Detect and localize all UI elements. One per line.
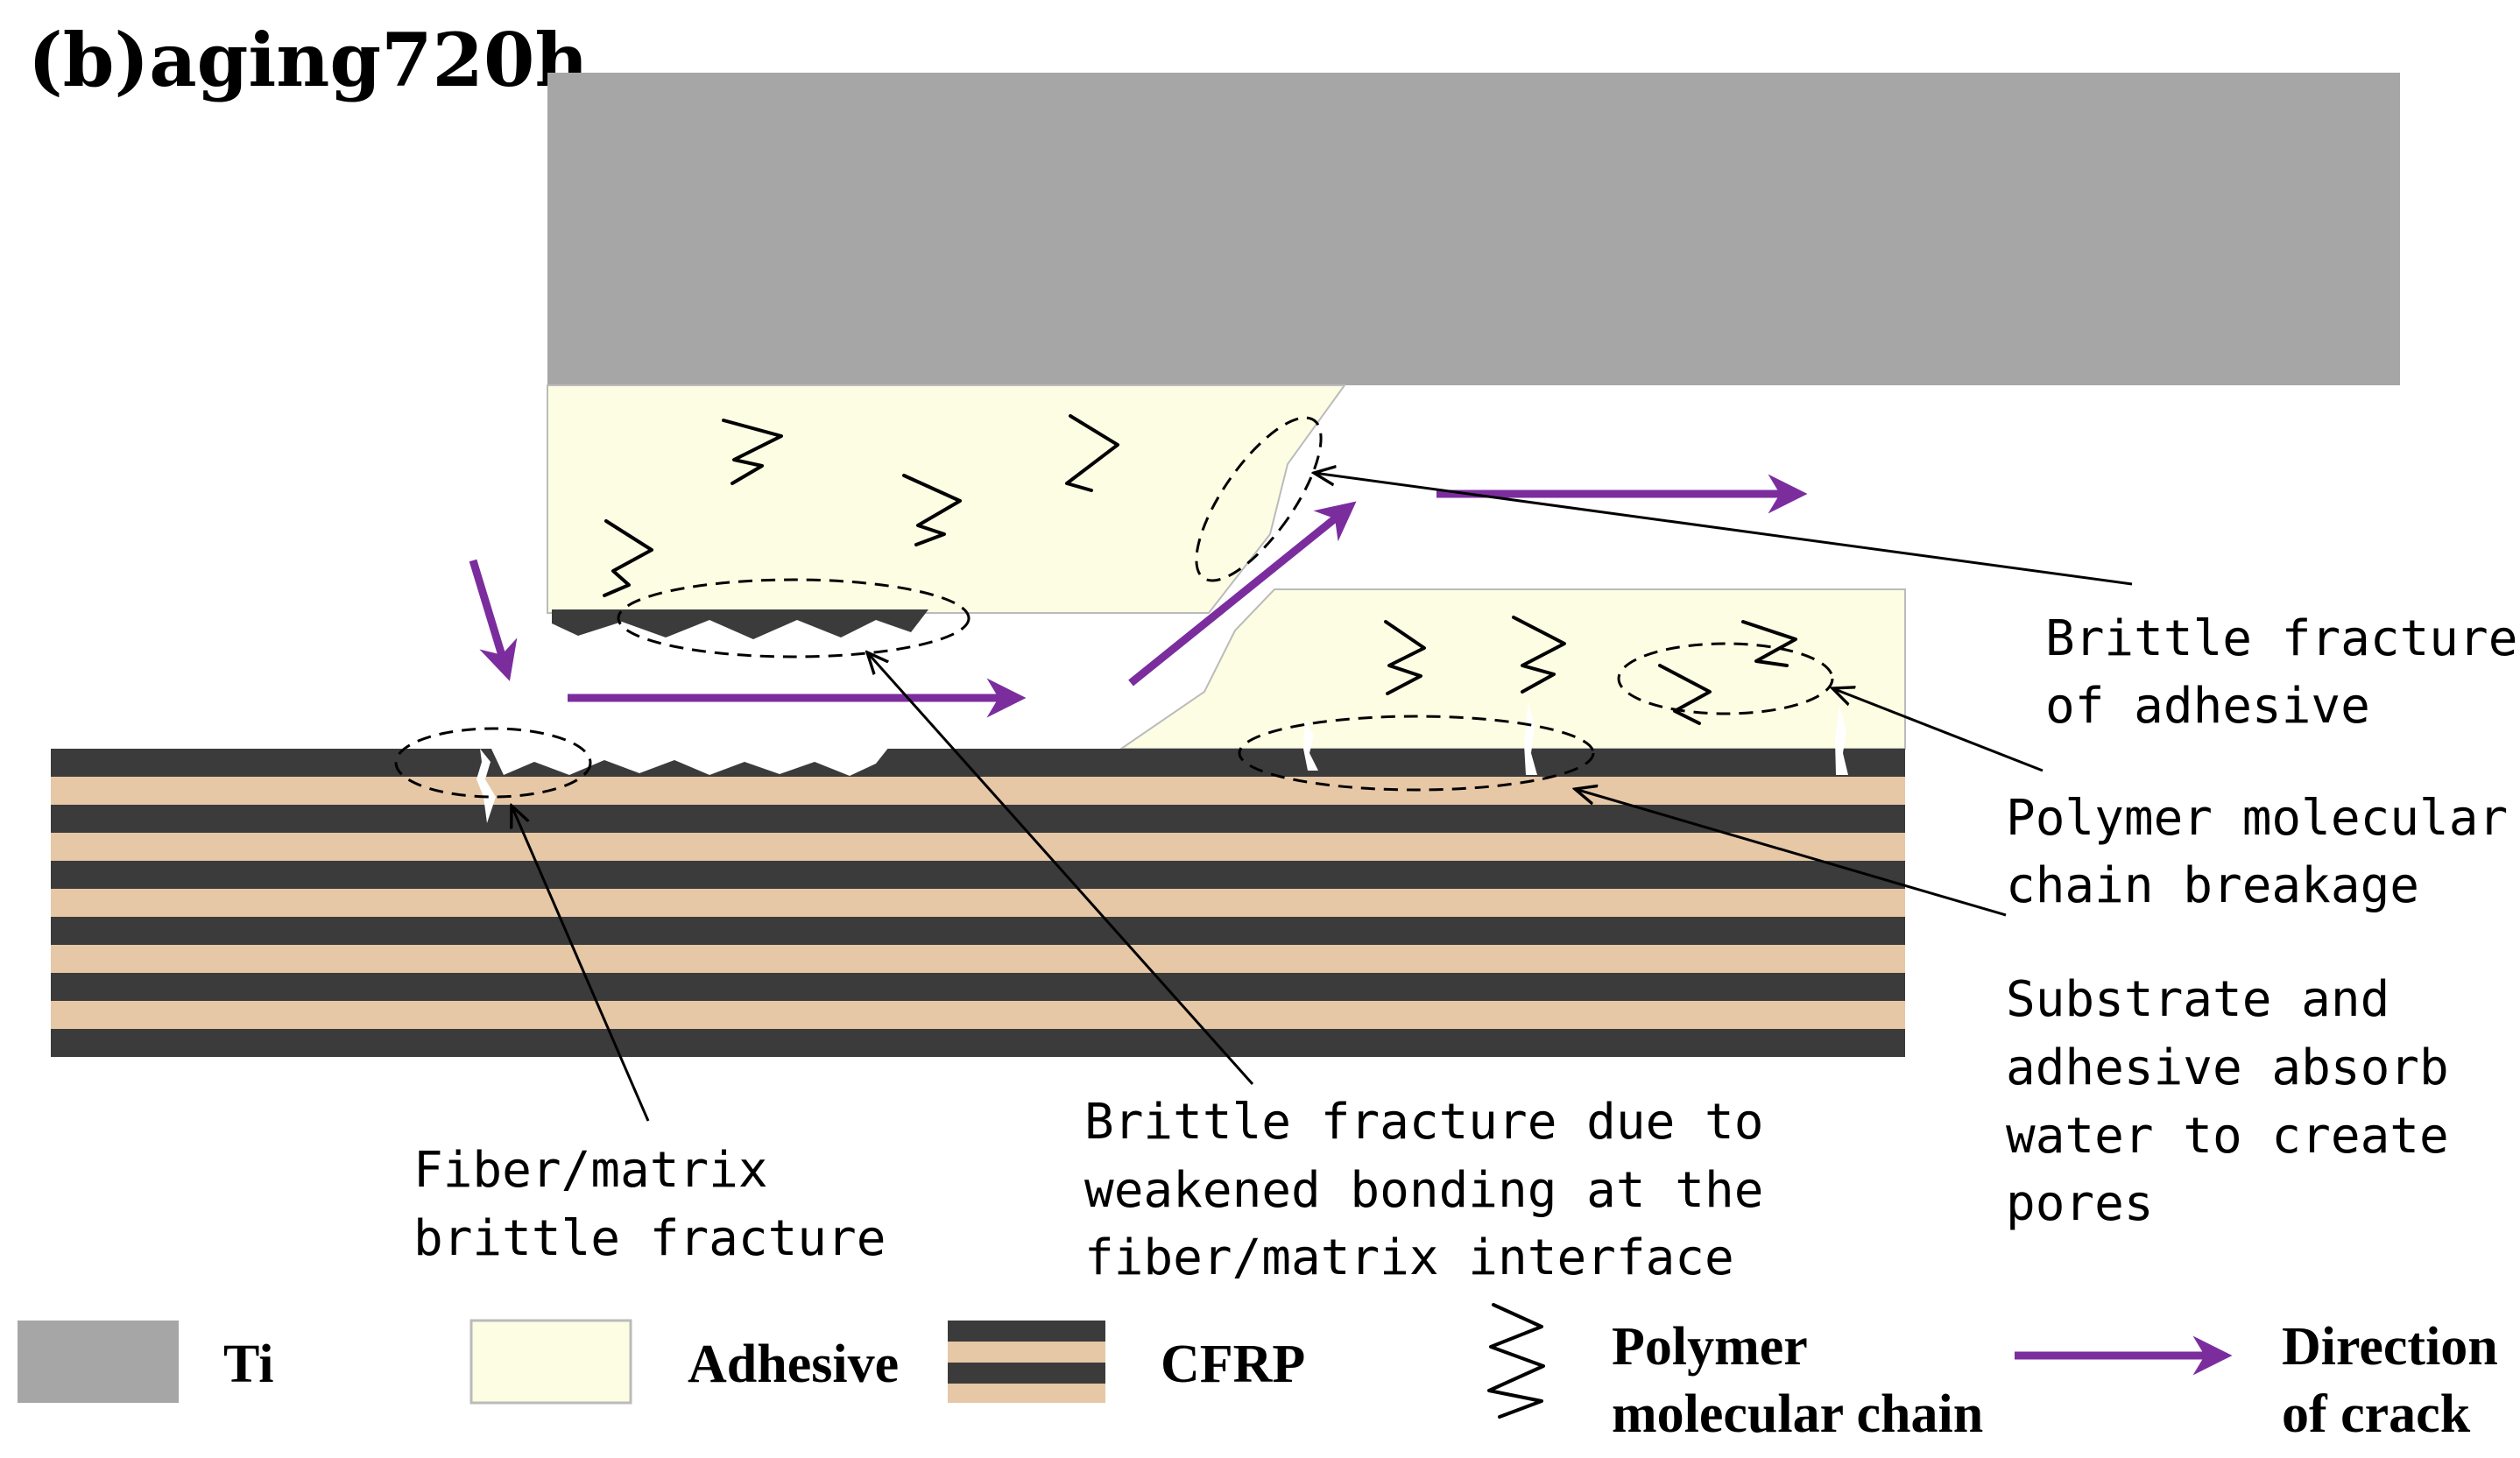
annotation-line: weakened bonding at the [1084, 1162, 1763, 1219]
legend-polymer-label: molecular chain [1612, 1384, 1983, 1444]
legend-cfrp-label: CFRP [1161, 1335, 1305, 1394]
polymer-chain-icon [1065, 414, 1119, 492]
annotation-line: Brittle fracture due to [1084, 1094, 1763, 1151]
annotation-substrate-water: Substrate and adhesive absorb water to c… [2006, 971, 2449, 1232]
annotation-line: Fiber/matrix [413, 1142, 768, 1199]
polymer-chains [603, 414, 1797, 725]
legend-polymer-label: Polymer [1612, 1317, 1808, 1377]
legend: Ti Adhesive CFRP Polymer molecular chain… [18, 1303, 2498, 1444]
legend-adhesive-swatch [469, 1319, 632, 1405]
legend-crack-label: of crack [2282, 1384, 2471, 1444]
polymer-chain-icon [1658, 664, 1712, 725]
crack-direction-arrows [469, 474, 1808, 718]
lower-adhesive-layer [1118, 588, 1906, 750]
annotation-polymer-breakage: Polymer molecular chain breakage [2006, 790, 2508, 914]
polymer-chain-icon [902, 474, 962, 546]
annotation-line: fiber/matrix interface [1084, 1229, 1734, 1286]
cfrp-laminate [51, 749, 1905, 1057]
polymer-chain-icon [1512, 616, 1566, 694]
cfrp-surface-fracture [491, 747, 889, 776]
annotation-line: chain breakage [2006, 857, 2419, 914]
annotation-line: of adhesive [2045, 678, 2370, 735]
annotation-line: Brittle fracture [2045, 610, 2517, 667]
annotation-line: Polymer molecular [2006, 790, 2508, 847]
legend-cfrp-swatch [948, 1321, 1105, 1403]
polymer-chain-icon [722, 419, 783, 485]
titanium-plate [547, 73, 2400, 385]
annotation-line: water to create [2006, 1108, 2449, 1165]
leader-lines [512, 473, 2133, 1122]
legend-crack-label: Direction [2282, 1317, 2498, 1377]
annotation-line: adhesive absorb [2006, 1039, 2449, 1096]
legend-ti-swatch [18, 1321, 179, 1403]
polymer-chain-icon [1741, 620, 1797, 667]
annotation-line: Substrate and [2006, 971, 2389, 1028]
upper-fracture-residue [552, 609, 928, 639]
polymer-chain-icon [603, 519, 653, 597]
legend-ti-label: Ti [223, 1335, 273, 1394]
annotation-line: brittle fracture [413, 1210, 886, 1267]
white-pores [476, 701, 1848, 823]
upper-adhesive-layer [547, 384, 1346, 614]
annotation-brittle-adhesive: Brittle fracture of adhesive [2045, 610, 2517, 735]
polymer-chain-icon [1384, 620, 1426, 695]
legend-adhesive-label: Adhesive [688, 1335, 899, 1394]
squiggle-icon [1487, 1303, 1545, 1419]
figure-title: (b)aging720h [28, 17, 589, 103]
highlight-ellipses [394, 416, 1834, 799]
annotation-brittle-interface: Brittle fracture due to weakened bonding… [1084, 1094, 1763, 1286]
annotation-line: pores [2006, 1175, 2154, 1232]
annotation-fiber-matrix: Fiber/matrix brittle fracture [413, 1142, 886, 1267]
